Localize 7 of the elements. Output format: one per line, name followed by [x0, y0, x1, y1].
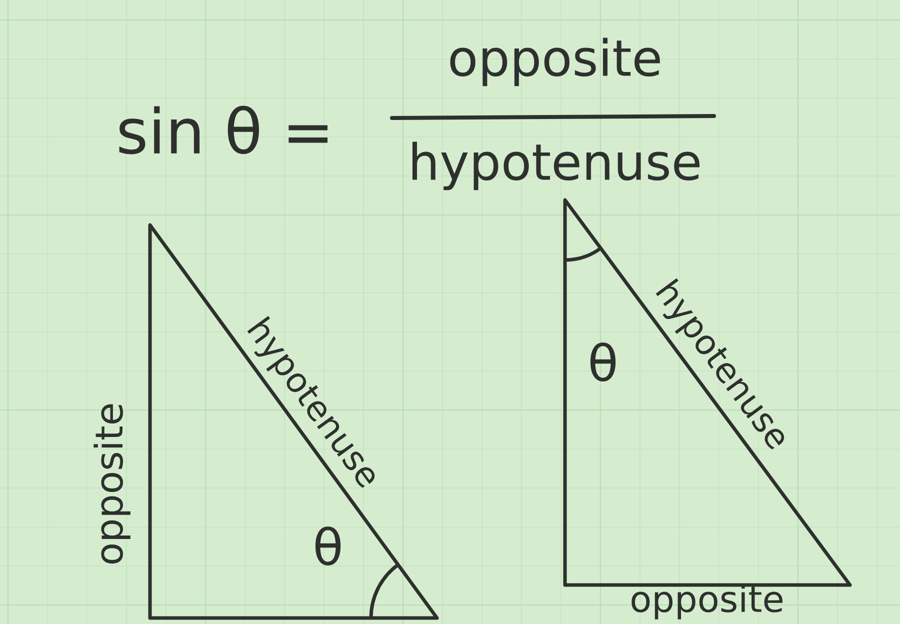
- numerator-text: opposite: [450, 38, 660, 86]
- denominator-text: hypotenuse: [412, 142, 700, 190]
- angle-symbol: θ: [315, 526, 341, 566]
- formula-text: sin θ =: [119, 106, 328, 154]
- angle-symbol: θ: [590, 342, 616, 382]
- side-label: opposite: [94, 404, 130, 564]
- side-label: opposite: [632, 584, 782, 620]
